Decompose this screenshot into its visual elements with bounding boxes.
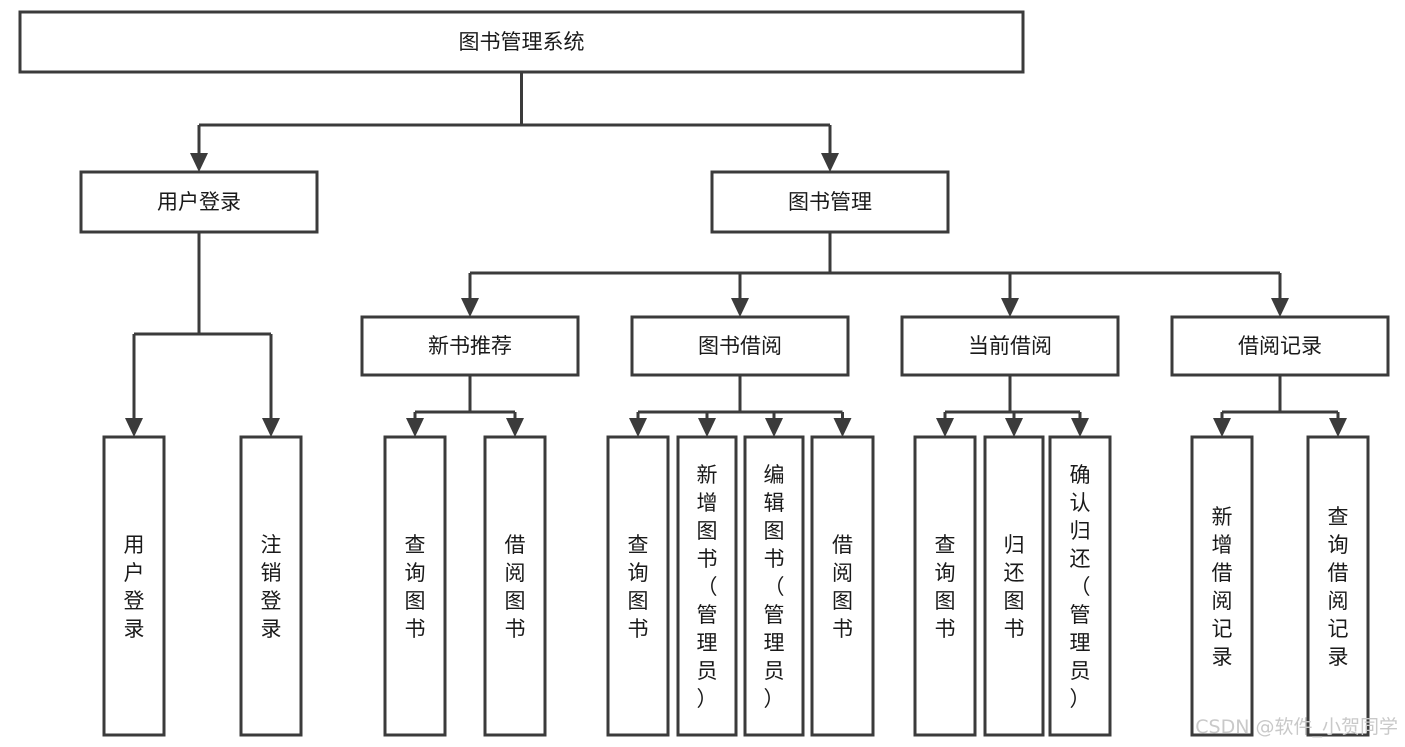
arrow-head-icon (406, 418, 424, 437)
arrow-head-icon (765, 418, 783, 437)
node-label-leaf-user-login: 用户登录 (124, 533, 145, 641)
arrow-head-icon (1213, 418, 1231, 437)
node-label-leaf-query-book-recommend: 查询图书 (405, 533, 426, 641)
node-label-leaf-return-book: 归还图书 (1004, 533, 1025, 641)
node-label-leaf-edit-book-admin: 编辑图书（管理员） (764, 463, 785, 711)
node-leaf-query-book-recommend[interactable]: 查询图书 (383, 435, 447, 737)
node-label-user-login: 用户登录 (157, 190, 241, 214)
arrow-head-icon (1329, 418, 1347, 437)
node-label-current-borrow: 当前借阅 (968, 334, 1052, 358)
node-leaf-query-book-borrow[interactable]: 查询图书 (606, 435, 670, 737)
node-box-leaf-query-book-current (913, 435, 977, 737)
node-leaf-add-borrow-record[interactable]: 新增借阅记录 (1190, 435, 1254, 737)
node-label-book-management: 图书管理 (788, 190, 872, 214)
node-leaf-add-book-admin[interactable]: 新增图书（管理员） (676, 435, 738, 737)
node-leaf-edit-book-admin[interactable]: 编辑图书（管理员） (743, 435, 805, 737)
node-user-login[interactable]: 用户登录 (79, 170, 319, 234)
node-leaf-query-book-current[interactable]: 查询图书 (913, 435, 977, 737)
node-box-leaf-borrow-book-recommend (483, 435, 547, 737)
connector-layer (125, 72, 1347, 437)
arrow-head-icon (190, 153, 208, 172)
node-layer: 图书管理系统用户登录图书管理新书推荐图书借阅当前借阅借阅记录用户登录注销登录查询… (18, 10, 1390, 737)
node-label-leaf-add-borrow-record: 新增借阅记录 (1212, 505, 1233, 669)
node-leaf-borrow-book[interactable]: 借阅图书 (810, 435, 875, 737)
node-label-book-borrow: 图书借阅 (698, 334, 782, 358)
node-label-leaf-query-book-borrow: 查询图书 (628, 533, 649, 641)
node-box-book-management (710, 170, 950, 234)
node-box-leaf-edit-book-admin (743, 435, 805, 737)
node-leaf-borrow-book-recommend[interactable]: 借阅图书 (483, 435, 547, 737)
arrow-head-icon (262, 418, 280, 437)
csdn-watermark: CSDN @软件_小贺同学 (1195, 716, 1398, 738)
node-box-leaf-query-book-recommend (383, 435, 447, 737)
node-box-leaf-logout-login (239, 435, 303, 737)
arrow-head-icon (461, 298, 479, 317)
node-label-leaf-confirm-return-admin: 确认归还（管理员） (1070, 463, 1091, 711)
node-box-leaf-add-borrow-record (1190, 435, 1254, 737)
node-borrow-record[interactable]: 借阅记录 (1170, 315, 1390, 377)
node-box-leaf-user-login (102, 435, 166, 737)
node-label-new-book-recommend: 新书推荐 (428, 334, 512, 358)
arrow-head-icon (833, 418, 852, 437)
arrow-head-icon (1271, 298, 1289, 317)
node-box-leaf-return-book (983, 435, 1045, 737)
node-box-leaf-query-borrow-record (1306, 435, 1370, 737)
node-box-leaf-confirm-return-admin (1048, 435, 1112, 737)
node-box-leaf-borrow-book (810, 435, 875, 737)
node-book-borrow[interactable]: 图书借阅 (630, 315, 850, 377)
node-leaf-query-borrow-record[interactable]: 查询借阅记录 (1306, 435, 1370, 737)
node-root[interactable]: 图书管理系统 (18, 10, 1025, 74)
node-label-leaf-query-borrow-record: 查询借阅记录 (1328, 505, 1349, 669)
arrow-head-icon (629, 418, 647, 437)
node-box-root (18, 10, 1025, 74)
node-box-current-borrow (900, 315, 1120, 377)
node-box-borrow-record (1170, 315, 1390, 377)
node-label-leaf-borrow-book-recommend: 借阅图书 (505, 533, 526, 641)
arrow-head-icon (506, 418, 524, 437)
node-label-leaf-add-book-admin: 新增图书（管理员） (697, 463, 718, 711)
node-label-leaf-borrow-book: 借阅图书 (832, 533, 853, 641)
arrow-head-icon (1071, 418, 1089, 437)
arrow-head-icon (936, 418, 954, 437)
arrow-head-icon (731, 298, 749, 317)
arrow-head-icon (698, 418, 716, 437)
node-leaf-user-login[interactable]: 用户登录 (102, 435, 166, 737)
node-label-leaf-query-book-current: 查询图书 (935, 533, 956, 641)
node-label-borrow-record: 借阅记录 (1238, 334, 1322, 358)
node-box-leaf-query-book-borrow (606, 435, 670, 737)
arrow-head-icon (821, 153, 839, 172)
node-book-management[interactable]: 图书管理 (710, 170, 950, 234)
node-leaf-return-book[interactable]: 归还图书 (983, 435, 1045, 737)
node-label-leaf-logout-login: 注销登录 (261, 533, 282, 641)
node-box-user-login (79, 170, 319, 234)
node-leaf-logout-login[interactable]: 注销登录 (239, 435, 303, 737)
node-leaf-confirm-return-admin[interactable]: 确认归还（管理员） (1048, 435, 1112, 737)
node-new-book-recommend[interactable]: 新书推荐 (360, 315, 580, 377)
node-label-root: 图书管理系统 (459, 30, 585, 54)
node-box-new-book-recommend (360, 315, 580, 377)
arrow-head-icon (125, 418, 143, 437)
node-current-borrow[interactable]: 当前借阅 (900, 315, 1120, 377)
node-box-book-borrow (630, 315, 850, 377)
node-box-leaf-add-book-admin (676, 435, 738, 737)
arrow-head-icon (1001, 298, 1019, 317)
arrow-head-icon (1005, 418, 1023, 437)
